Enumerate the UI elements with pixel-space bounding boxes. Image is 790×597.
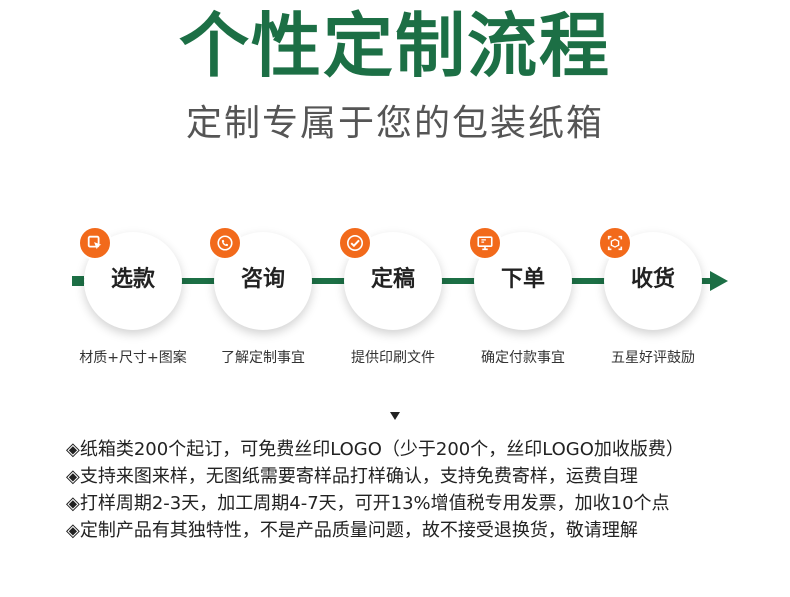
step-desc-select: 材质+尺寸+图案 (79, 350, 187, 366)
monitor-order-icon (468, 226, 502, 260)
note-item: ◈纸箱类200个起订，可免费丝印LOGO（少于200个，丝印LOGO加收版费） (66, 439, 684, 460)
step-desc-finalize: 提供印刷文件 (351, 350, 435, 366)
step-label: 收货 (630, 267, 675, 292)
step-receive: 收货 (598, 226, 702, 330)
step-desc-receive: 五星好评鼓励 (611, 350, 695, 366)
step-order: 下单 (468, 226, 572, 330)
note-item: ◈打样周期2-3天，加工周期4-7天，可开13%增值税专用发票，加收10个点 (66, 493, 670, 514)
step-finalize: 定稿 (338, 226, 442, 330)
step-label: 定稿 (370, 267, 415, 292)
note-item: ◈定制产品有其独特性，不是产品质量问题，故不接受退换货，敬请理解 (66, 520, 638, 541)
step-label: 选款 (110, 267, 155, 292)
phone-chat-icon (208, 226, 242, 260)
check-circle-icon (338, 226, 372, 260)
step-label: 下单 (500, 267, 545, 292)
step-select: 选款 (78, 226, 182, 330)
note-item: ◈支持来图来样，无图纸需要寄样品打样确认，支持免费寄样，运费自理 (66, 466, 638, 487)
step-desc-order: 确定付款事宜 (481, 350, 565, 366)
flow-arrow-icon (710, 271, 728, 291)
page-subtitle: 定制专属于您的包装纸箱 (185, 103, 604, 144)
step-consult: 咨询 (208, 226, 312, 330)
page-title: 个性定制流程 (179, 5, 611, 87)
step-desc-consult: 了解定制事宜 (221, 350, 305, 366)
notes-list: ◈纸箱类200个起订，可免费丝印LOGO（少于200个，丝印LOGO加收版费） … (66, 436, 766, 544)
box-scan-icon (598, 226, 632, 260)
cursor-click-icon (78, 226, 112, 260)
down-triangle-icon (390, 412, 400, 420)
step-label: 咨询 (240, 267, 285, 292)
